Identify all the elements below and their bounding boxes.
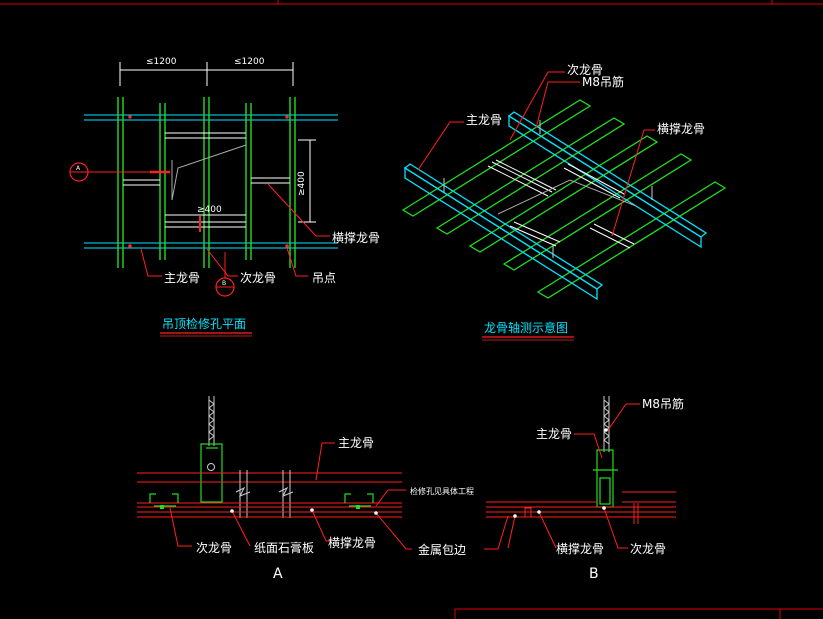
section-a-label-gypsum-board: 纸面石膏板 <box>254 540 314 555</box>
plan-dimension-vertical <box>298 139 316 223</box>
section-a-rod <box>208 396 215 446</box>
section-a-label-brace-keel: 横撑龙骨 <box>328 535 376 550</box>
section-a-label-metal-edge: 金属包边 <box>418 542 466 557</box>
plan-dimension-top <box>119 62 294 86</box>
axon-label-main-keel: 主龙骨 <box>466 113 502 127</box>
axon-view: 次龙骨 M8吊筋 主龙骨 横撑龙骨 龙骨轴测示意图 <box>401 63 727 341</box>
plan-label-hanging-point: 吊点 <box>312 271 336 285</box>
section-marker-b <box>215 252 235 297</box>
axon-main-keels <box>403 111 708 301</box>
section-marker-a-label: A <box>76 165 81 172</box>
section-a-view: 主龙骨 检修孔见具体工程 次龙骨 纸面石膏板 横撑龙骨 金属包边 A <box>137 396 509 582</box>
section-a-bolt <box>207 463 215 471</box>
section-b-view: M8吊筋 主龙骨 横撑龙骨 次龙骨 B <box>486 396 684 582</box>
section-b-leaders <box>507 403 640 549</box>
plan-hanging-points <box>128 115 289 248</box>
plan-secondary-keels <box>117 97 296 268</box>
section-b-letter: B <box>589 566 599 582</box>
section-b-hanger <box>593 449 618 508</box>
section-a-main-keel <box>137 472 402 483</box>
section-a-leader-dots <box>230 508 378 515</box>
plan-opening-outline <box>171 144 247 201</box>
plan-brace-keels <box>123 132 290 228</box>
section-marker-a <box>69 162 170 182</box>
plan-view: ≤1200 ≤1200 <box>69 57 380 337</box>
plan-label-secondary-keel: 次龙骨 <box>240 271 276 285</box>
section-b-board <box>486 506 676 518</box>
axon-label-brace-keel: 横撑龙骨 <box>657 121 705 136</box>
section-a-label-secondary-keel: 次龙骨 <box>196 541 232 555</box>
plan-dim-left: ≤1200 <box>146 57 177 67</box>
section-a-label-main-keel: 主龙骨 <box>338 436 374 450</box>
section-b-main-keel <box>486 491 676 503</box>
section-marker-b-label: B <box>222 280 226 287</box>
axon-label-rod: M8吊筋 <box>582 74 624 89</box>
axon-hanger-rods <box>443 120 653 258</box>
axon-title: 龙骨轴测示意图 <box>484 320 568 335</box>
plan-label-brace-keel: 横撑龙骨 <box>332 230 380 245</box>
axon-label-secondary-keel: 次龙骨 <box>567 63 603 77</box>
section-a-board <box>137 502 402 518</box>
section-a-label-opening-note: 检修孔见具体工程 <box>410 486 474 496</box>
section-b-leader-dots <box>513 428 608 518</box>
section-b-label-brace-keel: 横撑龙骨 <box>556 541 604 556</box>
axon-opening-outline <box>497 179 637 215</box>
section-b-rod <box>603 396 610 452</box>
plan-label-main-keel: 主龙骨 <box>164 271 200 285</box>
section-a-letter: A <box>273 566 283 582</box>
section-b-label-main-keel: 主龙骨 <box>536 427 572 441</box>
section-b-label-rod: M8吊筋 <box>642 396 684 411</box>
section-a-leaders <box>169 442 509 550</box>
plan-leaders <box>140 183 330 277</box>
plan-dim-right: ≤1200 <box>234 57 265 67</box>
plan-dim-vertical: ≥400 <box>297 171 307 196</box>
section-a-secondary-keels <box>149 493 374 507</box>
section-a-clips <box>160 505 360 509</box>
section-a-break-marks <box>235 470 294 518</box>
axon-leaders <box>417 71 655 237</box>
section-b-edge-trim <box>524 503 639 524</box>
axon-brace-keels <box>487 159 635 249</box>
plan-title: 吊顶检修孔平面 <box>162 316 246 331</box>
section-b-label-secondary-keel: 次龙骨 <box>630 542 666 556</box>
plan-dim-horizontal: ≥400 <box>197 205 222 215</box>
